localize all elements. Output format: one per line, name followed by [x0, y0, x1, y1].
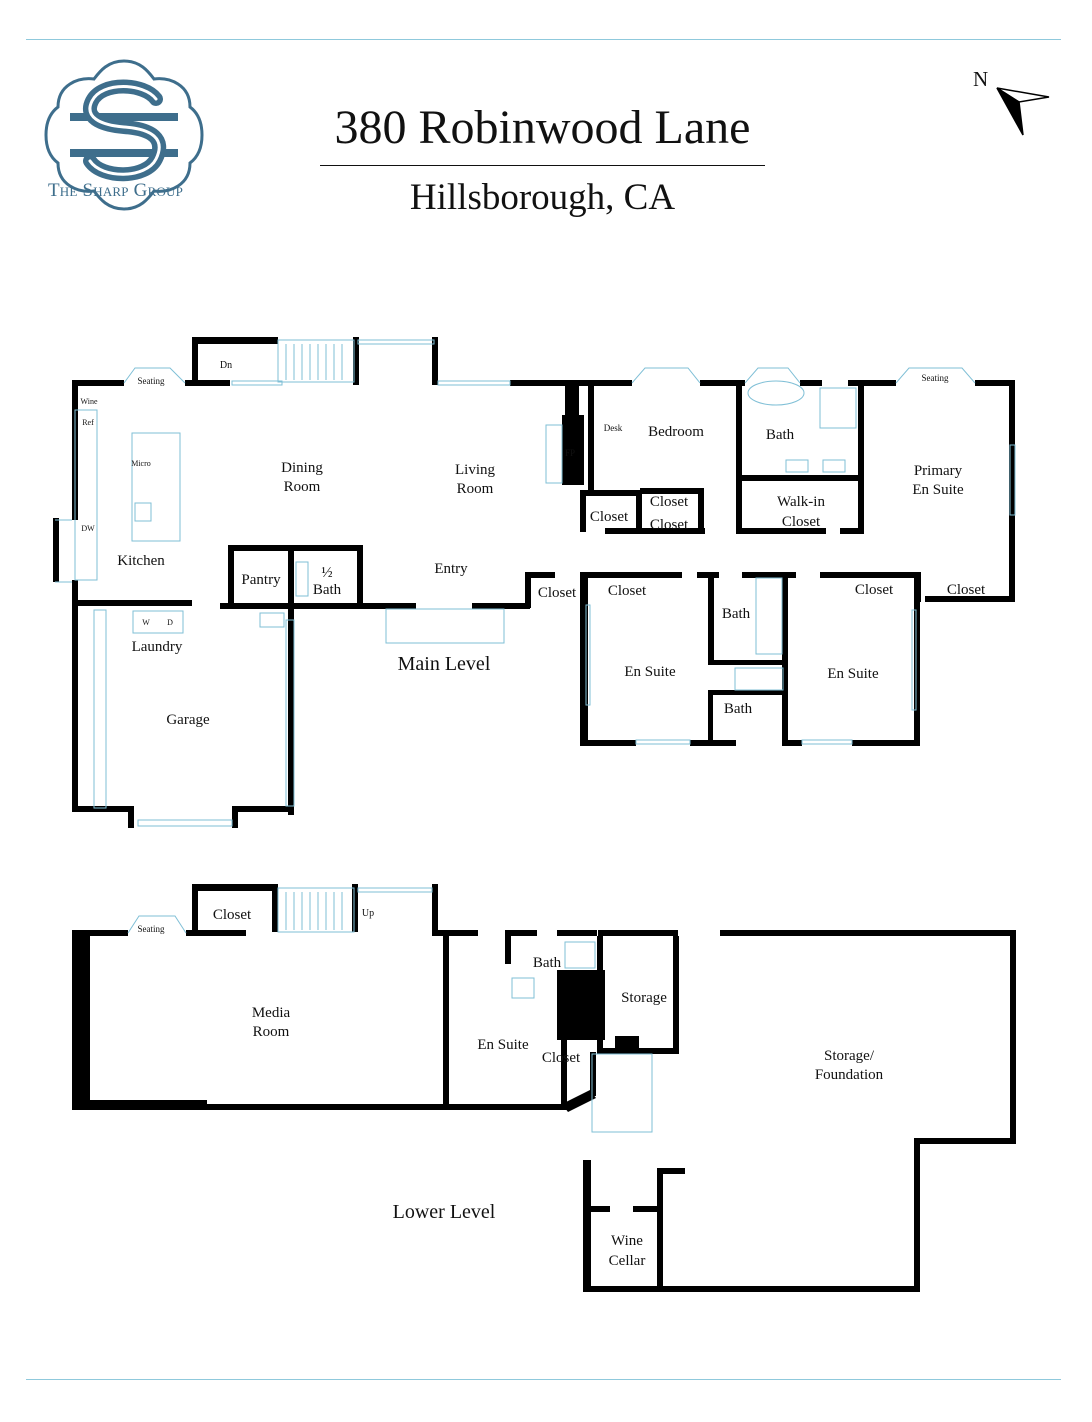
room-garage: Garage — [166, 712, 210, 728]
room-laundry: Laundry — [132, 639, 183, 655]
compass-north-label: N — [973, 67, 988, 91]
label-dryer: D — [167, 618, 173, 627]
label-lower-seating: Seating — [138, 924, 165, 934]
page-subtitle: Hillsborough, CA — [409, 177, 676, 218]
label-stairs-down: Dn — [220, 360, 232, 371]
north-arrow-icon: N — [973, 67, 1050, 136]
room-storage-foundation-line2: Foundation — [815, 1067, 884, 1083]
room-wine-cellar-line1: Wine — [611, 1233, 643, 1249]
main-level-labels: Dining Room Living Room Kitchen Bedroom … — [80, 360, 986, 728]
label-micro: Micro — [131, 459, 151, 468]
room-walkin-line1: Walk-in — [777, 494, 825, 510]
lower-level-labels: Media Room Closet Bath Storage En Suite … — [138, 907, 884, 1269]
label-seating-left: Seating — [138, 376, 165, 386]
label-dishwasher: DW — [81, 524, 95, 533]
main-level-title: Main Level — [398, 653, 491, 675]
page-title: 380 Robinwood Lane — [334, 101, 751, 154]
room-bath-mid-a: Bath — [722, 606, 751, 622]
main-level-fixtures — [55, 339, 1016, 827]
room-closet-bed-2: Closet — [650, 517, 689, 533]
room-storage-foundation-line1: Storage/ — [824, 1048, 875, 1064]
room-entry: Entry — [434, 561, 468, 577]
room-bath-mid-b: Bath — [724, 701, 753, 717]
room-closet-primary: Closet — [947, 582, 986, 598]
main-level-walls — [53, 337, 1015, 828]
top-divider-line — [26, 39, 1061, 40]
label-washer: W — [142, 618, 150, 627]
room-living-line2: Room — [457, 481, 494, 497]
label-seating-right: Seating — [922, 373, 949, 383]
label-stairs-up: Up — [362, 908, 374, 919]
label-desk: Desk — [604, 423, 623, 433]
title-underline — [320, 165, 765, 166]
room-kitchen: Kitchen — [117, 553, 165, 569]
label-wine: Wine — [80, 397, 97, 406]
room-half-bath-line2: Bath — [313, 582, 342, 598]
room-dining-line1: Dining — [281, 460, 323, 476]
room-walkin-line2: Closet — [782, 514, 821, 530]
room-dining-line2: Room — [284, 479, 321, 495]
room-wine-cellar-line2: Cellar — [609, 1253, 646, 1269]
room-bedroom: Bedroom — [648, 424, 704, 440]
room-closet-bed-1: Closet — [650, 494, 689, 510]
label-ref: Ref — [82, 418, 94, 427]
room-living-line1: Living — [455, 462, 495, 478]
sharp-group-logo-icon — [44, 59, 204, 211]
lower-level-fixtures — [127, 887, 653, 1133]
room-ensuite-a: En Suite — [624, 664, 676, 680]
room-media-line1: Media — [252, 1005, 291, 1021]
room-pantry: Pantry — [241, 572, 281, 588]
room-half-bath-line1: ½ — [321, 565, 332, 581]
room-primary-line2: En Suite — [912, 482, 964, 498]
room-ensuite-b: En Suite — [827, 666, 879, 682]
room-lower-ensuite: En Suite — [477, 1037, 529, 1053]
room-closet-ensuite-b: Closet — [855, 582, 894, 598]
room-lower-bath: Bath — [533, 955, 562, 971]
bottom-divider-line — [26, 1379, 1061, 1380]
brand-name: The Sharp Group — [48, 180, 184, 201]
room-storage: Storage — [621, 990, 667, 1006]
room-media-line2: Room — [253, 1024, 290, 1040]
label-fireplace: FP — [565, 448, 575, 458]
room-closet-top: Closet — [213, 907, 252, 923]
lower-level-title: Lower Level — [393, 1201, 496, 1223]
lower-level-walls — [72, 884, 1016, 1292]
room-primary-line1: Primary — [914, 463, 963, 479]
room-closet-hall: Closet — [590, 509, 629, 525]
room-closet-ensuite-a: Closet — [608, 583, 647, 599]
room-lower-closet: Closet — [542, 1050, 581, 1066]
room-closet-entry: Closet — [538, 585, 577, 601]
room-bath-top: Bath — [766, 427, 795, 443]
